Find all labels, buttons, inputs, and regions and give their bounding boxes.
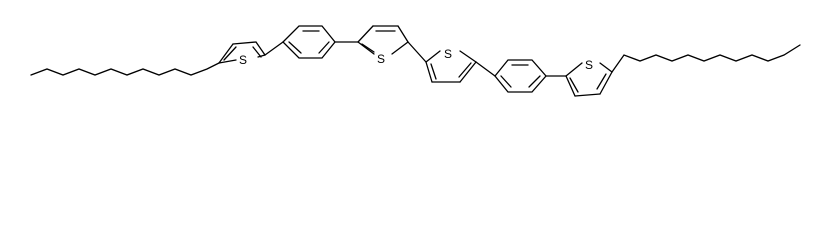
right-decyl-chain: [611, 44, 801, 73]
thiophene-ring-1: S: [218, 41, 266, 67]
phenyl-ring-2: [494, 59, 547, 93]
left-decyl-chain: [30, 62, 220, 76]
sulfur-atom-label: S: [444, 47, 452, 61]
thiophene-ring-2: S: [357, 25, 409, 66]
sulfur-atom-label: S: [239, 53, 247, 67]
bond-thiophene2-thiophene3: [407, 41, 427, 63]
bond-thiophene3-phenyl2: [475, 61, 496, 77]
thiophene-ring-3: S: [425, 47, 477, 83]
sulfur-atom-label: S: [377, 52, 385, 66]
molecule-structure: S S S: [30, 25, 801, 97]
phenyl-ring-1: [282, 25, 336, 59]
sulfur-atom-label: S: [585, 58, 593, 72]
thiophene-ring-4: S: [565, 58, 613, 97]
bond-thiophene1-phenyl1: [264, 41, 284, 56]
